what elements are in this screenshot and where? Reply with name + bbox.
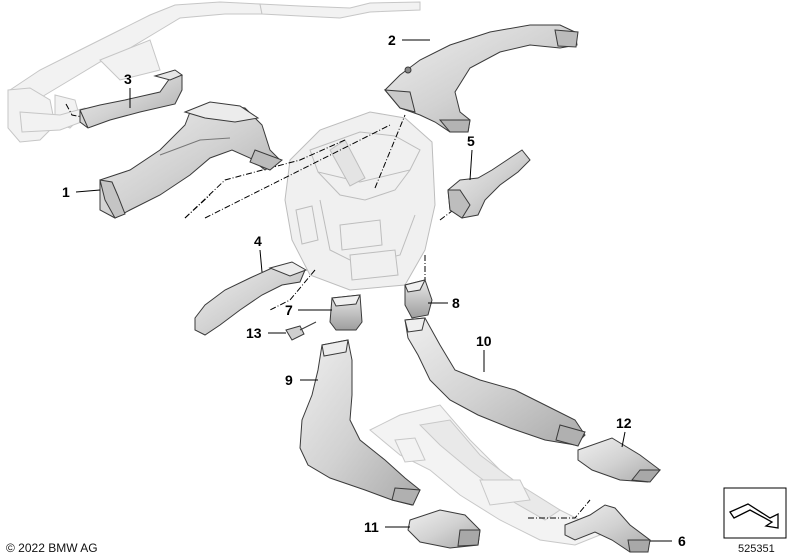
- callout-3: 3: [124, 71, 132, 87]
- part-4-duct: [194, 261, 308, 336]
- dashboard-carrier-ghost: [7, 1, 421, 143]
- part-9-duct: [299, 339, 421, 506]
- part-3-duct: [79, 69, 184, 129]
- callout-13: 13: [246, 325, 262, 341]
- callout-10: 10: [476, 333, 492, 349]
- part-13-clip: [285, 321, 317, 341]
- part-8-connector: [404, 279, 433, 319]
- hvac-module-ghost: [284, 111, 436, 291]
- part-11-outlet: [407, 509, 481, 549]
- callout-7: 7: [285, 302, 293, 318]
- part-7-connector: [329, 294, 363, 331]
- orientation-symbol: [723, 487, 787, 539]
- callout-9: 9: [285, 372, 293, 388]
- callout-4: 4: [254, 233, 262, 249]
- part-12-outlet: [577, 437, 662, 483]
- diagram-reference-number: 525351: [738, 543, 775, 555]
- center-console-ghost: [369, 404, 602, 546]
- callout-8: 8: [452, 295, 460, 311]
- part-2-duct: [383, 24, 579, 133]
- direction-arrow-icon: [729, 503, 779, 529]
- part-5-duct: [447, 149, 531, 219]
- callout-6: 6: [678, 533, 686, 549]
- callout-labels: 1 2 3 4 5 6 7 8 9 10 11 12 13: [62, 32, 686, 549]
- part-6-duct: [564, 504, 651, 553]
- callout-11: 11: [364, 519, 379, 535]
- part-1-duct: [99, 101, 283, 219]
- callout-1: 1: [62, 184, 70, 200]
- callout-2: 2: [388, 32, 396, 48]
- callout-5: 5: [467, 133, 475, 149]
- leader-lines: [75, 39, 672, 542]
- assembly-lines: [65, 103, 591, 519]
- part-10-duct: [404, 317, 586, 447]
- callout-12: 12: [616, 415, 632, 431]
- copyright-text: © 2022 BMW AG: [6, 541, 98, 555]
